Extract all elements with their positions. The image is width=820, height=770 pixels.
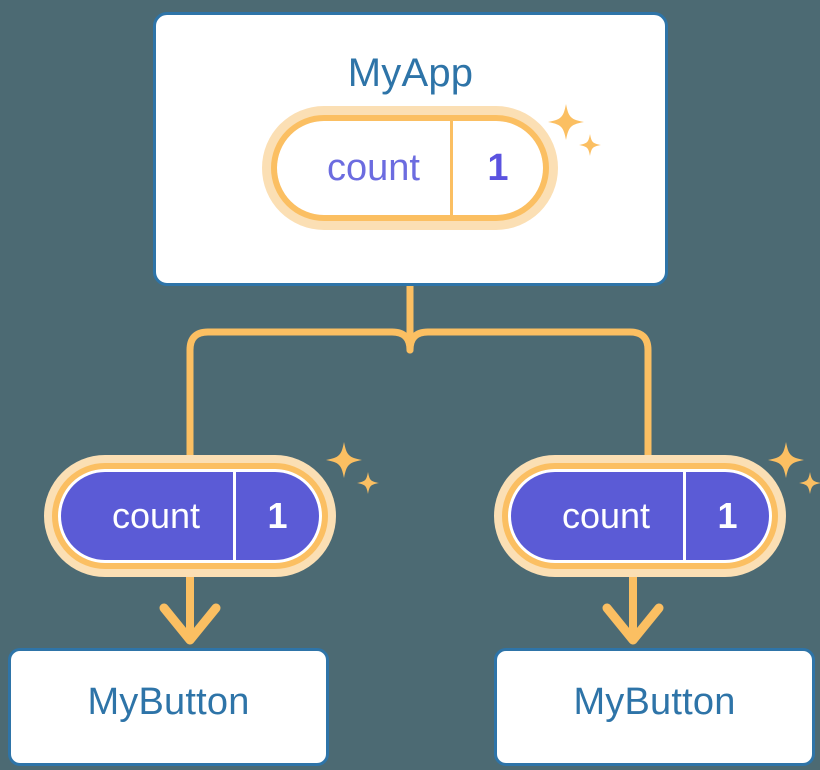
arrow-down-icon-left — [159, 572, 221, 645]
state-pill-mybutton-left[interactable]: count 1 — [44, 455, 336, 577]
component-card-mybutton-right[interactable]: MyButton — [494, 648, 815, 766]
state-pill-inner: count 1 — [58, 469, 322, 563]
sparkle-four-point-small-icon — [357, 472, 379, 494]
arrow-down-icon-right — [602, 572, 664, 645]
sparkle-four-point-large-icon — [768, 442, 804, 478]
state-pill-value: 1 — [450, 121, 543, 215]
state-pill-key: count — [111, 495, 201, 536]
state-pill-myapp[interactable]: count 1 — [262, 106, 558, 230]
state-pill-mybutton-right[interactable]: count 1 — [494, 455, 786, 577]
state-pill-inner: count 1 — [508, 469, 772, 563]
component-card-title: MyButton — [573, 681, 736, 723]
sparkle-four-point-large-icon — [326, 442, 362, 478]
state-pill-ring: count 1 — [502, 463, 778, 569]
state-pill-value: 1 — [233, 472, 319, 560]
state-pill-ring: count 1 — [271, 115, 549, 221]
state-pill-inner: count 1 — [277, 121, 543, 215]
branch-connector-path — [186, 282, 414, 464]
state-pill-key: count — [327, 146, 420, 189]
component-card-title: MyButton — [87, 681, 250, 723]
state-pill-value: 1 — [683, 472, 769, 560]
page-title: MyApp — [347, 51, 474, 95]
component-card-mybutton-left[interactable]: MyButton — [8, 648, 329, 766]
state-pill-ring: count 1 — [52, 463, 328, 569]
sparkle-four-point-small-icon — [799, 472, 820, 494]
state-pill-key: count — [561, 495, 651, 536]
branch-connector-path-right — [406, 328, 652, 464]
